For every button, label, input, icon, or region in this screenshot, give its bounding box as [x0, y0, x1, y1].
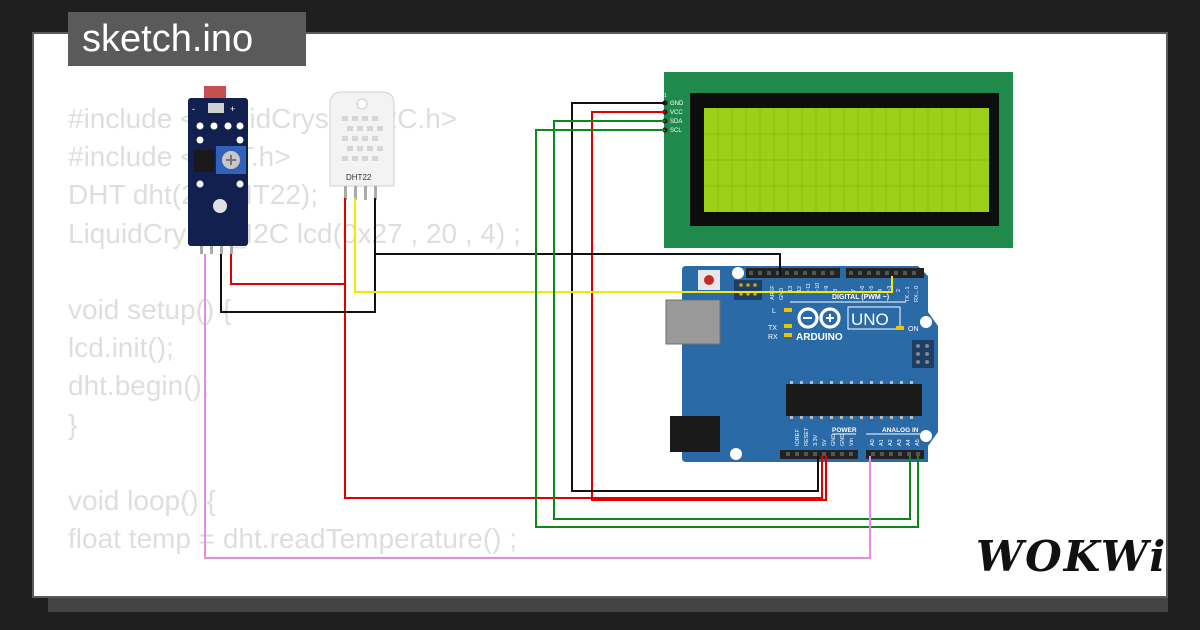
power-pin-labels: IOREF RESET 3.3V 5V GND GND Vin — [795, 427, 855, 446]
dht22-grille — [342, 116, 383, 161]
pin-label: ~3 — [887, 286, 893, 292]
pin-label: A3 — [897, 439, 903, 446]
mounting-hole — [920, 430, 932, 442]
dht22-sensor[interactable]: DHT22 — [329, 91, 395, 200]
led-tx-label: TX — [768, 325, 777, 332]
power-jack — [670, 416, 720, 452]
pin-label: TX→1 — [905, 286, 911, 302]
arduino-infinity-logo-icon — [797, 307, 841, 329]
led-l — [784, 308, 792, 312]
lcd-pin-gnd: GND — [670, 101, 684, 107]
pin-label: GND — [840, 434, 846, 446]
wire-red[interactable] — [591, 111, 827, 501]
chip-legs — [790, 381, 913, 419]
pin-label: ~5 — [869, 286, 875, 292]
code-line: float temp = dht.readTemperature() ; — [68, 523, 517, 555]
analog-header — [866, 450, 924, 459]
wire-black[interactable] — [375, 253, 781, 276]
pin-label: 7 — [851, 289, 857, 292]
pin-label: ~9 — [824, 286, 830, 292]
pin-label: 13 — [788, 286, 794, 292]
pin-label: ~10 — [815, 283, 821, 292]
file-tab-label: sketch.ino — [82, 17, 254, 60]
wire-yellow[interactable] — [354, 198, 893, 293]
wire-green[interactable] — [535, 129, 919, 528]
led-tx — [784, 324, 792, 328]
comparator-chip — [194, 150, 214, 172]
icsp-header — [734, 280, 762, 300]
wire-black[interactable] — [571, 102, 819, 492]
file-tab[interactable]: sketch.ino — [68, 12, 306, 66]
led-on — [896, 326, 904, 330]
led-rx — [784, 333, 792, 337]
icsp2-header — [912, 340, 934, 368]
mounting-hole — [920, 316, 932, 328]
lcd-module[interactable]: 1 GND VCC SDA SCL — [662, 72, 1013, 248]
mounting-hole — [730, 448, 742, 460]
wire-red[interactable] — [230, 254, 823, 499]
mounting-hole — [732, 267, 744, 279]
atmega-chip — [786, 384, 922, 416]
pin-label: ~11 — [806, 283, 812, 292]
pin-label: 2 — [896, 289, 902, 292]
uno-model-box — [847, 306, 901, 330]
lcd-pin-scl: SCL — [670, 128, 682, 134]
indicator-led — [213, 199, 227, 213]
svg-text:-: - — [192, 104, 195, 114]
sensor-element — [204, 86, 226, 98]
svg-text:+: + — [230, 104, 235, 114]
digital-header-pins — [749, 271, 916, 275]
pin-label: 12 — [797, 286, 803, 292]
wire-pink[interactable] — [204, 254, 871, 559]
lcd-pin1-mark: 1 — [664, 93, 667, 99]
led-rx-label: RX — [768, 334, 778, 341]
pin-label: Vin — [849, 438, 855, 446]
pin-label: RX←0 — [914, 286, 920, 302]
uno-model: UNO — [851, 310, 889, 329]
code-line: } — [68, 408, 78, 440]
pin-label: RESET — [804, 427, 810, 446]
digital-header-left — [746, 268, 840, 278]
power-section-label: POWER — [832, 427, 857, 434]
pin-label: A4 — [906, 439, 912, 446]
pin-label: 8 — [833, 289, 839, 292]
code-line: dht.begin(); — [68, 370, 210, 402]
reset-button-cap[interactable] — [704, 275, 714, 285]
wires — [204, 102, 919, 559]
led-on-label: ON — [908, 326, 919, 333]
arduino-uno-board[interactable]: AREF GND 13 12 ~11 ~10 ~9 8 7 ~6 ~5 4 ~3… — [665, 266, 938, 462]
pin-label: 3.3V — [813, 434, 819, 446]
pin-label: 4 — [878, 289, 884, 292]
pin-label: 5V — [822, 439, 828, 446]
wokwi-logo: WOKWi — [976, 532, 1168, 581]
code-line: LiquidCrystal_I2C lcd(0x27 , 20 , 4) ; — [68, 217, 521, 249]
arduino-brand: ARDUINO — [796, 332, 843, 343]
pin-label: ~6 — [860, 286, 866, 292]
lcd-pin-sda: SDA — [670, 119, 682, 125]
dht22-label: DHT22 — [346, 173, 372, 182]
pin-label: A2 — [888, 439, 894, 446]
pin-label: GND — [779, 288, 785, 300]
wire-green[interactable] — [553, 120, 911, 520]
pin-label: GND — [831, 434, 837, 446]
lcd-pin-vcc: VCC — [670, 110, 683, 116]
analog-pin-labels: A0 A1 A2 A3 A4 A5 — [870, 439, 921, 446]
pin-label: A1 — [879, 439, 885, 446]
code-line: void setup() { — [68, 294, 232, 326]
pin-label: A0 — [870, 439, 876, 446]
pin-label: IOREF — [795, 429, 801, 446]
usb-port — [665, 299, 721, 345]
code-line: void loop() { — [68, 485, 216, 517]
analog-section-label: ANALOG IN — [882, 427, 919, 434]
pin-label: A5 — [915, 439, 921, 446]
lcd-character-grid — [704, 108, 989, 212]
digital-section-label: DIGITAL (PWM ~) — [832, 294, 889, 301]
code-line: lcd.init(); — [68, 332, 174, 364]
led-l-label: L — [772, 308, 776, 315]
power-header — [780, 450, 858, 459]
sensor-module[interactable]: - + — [188, 86, 248, 254]
